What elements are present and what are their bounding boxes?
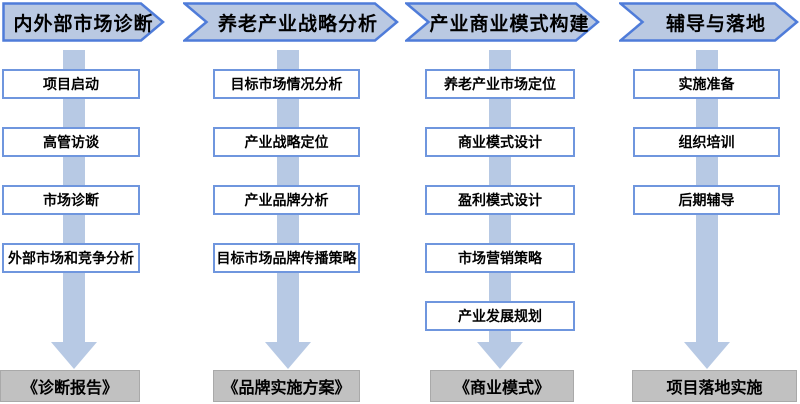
step-box: 外部市场和竞争分析 [2,243,140,273]
output-box-project-landing: 项目落地实施 [632,370,797,402]
step-box: 产业品牌分析 [213,185,360,215]
step-box: 市场诊断 [2,185,140,215]
stage-header-business-model: 产业商业模式构建 [429,13,590,35]
stage-arrow-shape [619,2,799,42]
output-box-business-model: 《商业模式》 [430,370,574,402]
stage-arrow-shape [183,2,399,42]
step-box: 市场营销策略 [425,243,575,273]
stage-header-strategy: 养老产业战略分析 [217,13,378,35]
output-box-diagnosis-report: 《诊断报告》 [0,370,140,402]
step-box: 商业模式设计 [425,127,575,157]
step-box: 后期辅导 [633,185,780,215]
stage-arrow-shape [405,2,600,42]
step-box: 产业发展规划 [425,301,575,331]
step-box: 项目启动 [2,69,140,99]
step-box: 实施准备 [633,69,780,99]
output-box-brand-plan: 《品牌实施方案》 [213,370,360,402]
flow-arrowhead-icon [265,342,311,369]
step-box: 盈利模式设计 [425,185,575,215]
stage-arrow-shape [2,2,165,42]
step-box: 组织培训 [633,127,780,157]
stage-header-diagnosis: 内外部市场诊断 [13,13,154,35]
step-box: 高管访谈 [2,127,140,157]
flow-arrowhead-icon [684,342,730,369]
flow-arrowhead-icon [51,342,97,369]
step-box: 养老产业市场定位 [425,69,575,99]
stage-header-implementation: 辅导与落地 [665,13,766,35]
step-box: 目标市场情况分析 [213,69,360,99]
step-box: 产业战略定位 [213,127,360,157]
flow-arrowhead-icon [477,342,523,369]
step-box: 目标市场品牌传播策略 [213,243,360,273]
